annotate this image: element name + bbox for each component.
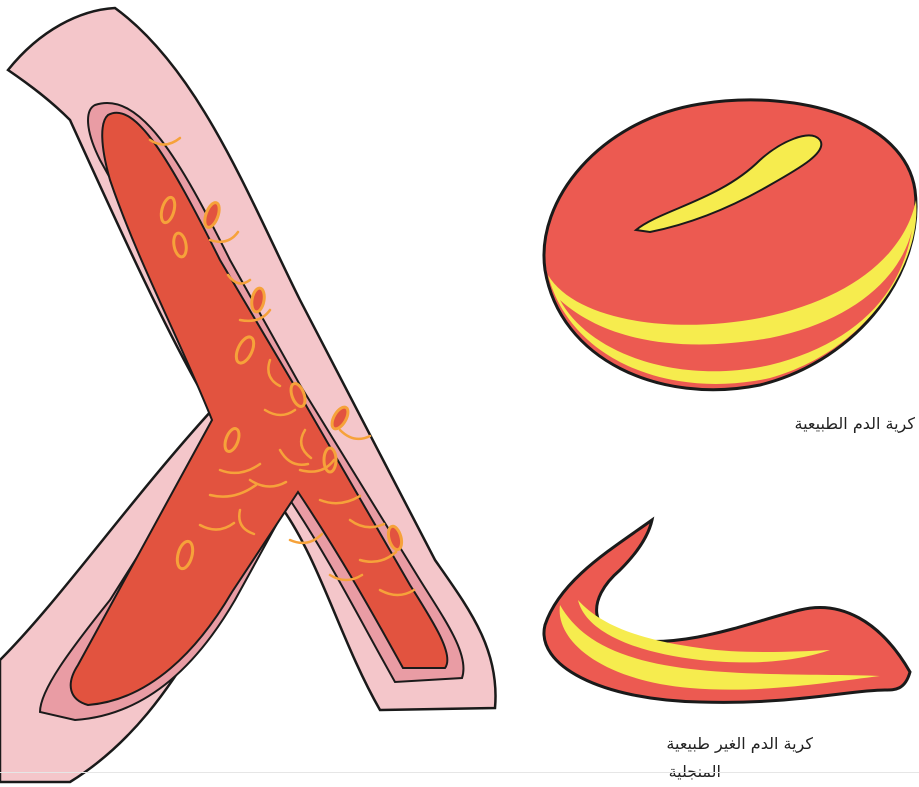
vessel-blood [71,113,448,705]
blood-vessel [0,8,496,782]
bottom-divider [0,772,919,773]
sickle-cell-caption-line1: كرية الدم الغير طبيعية [666,732,813,756]
sickle-red-blood-cell [544,520,910,702]
normal-cell-caption: كرية الدم الطبيعية [795,412,916,436]
normal-red-blood-cell [544,100,916,390]
